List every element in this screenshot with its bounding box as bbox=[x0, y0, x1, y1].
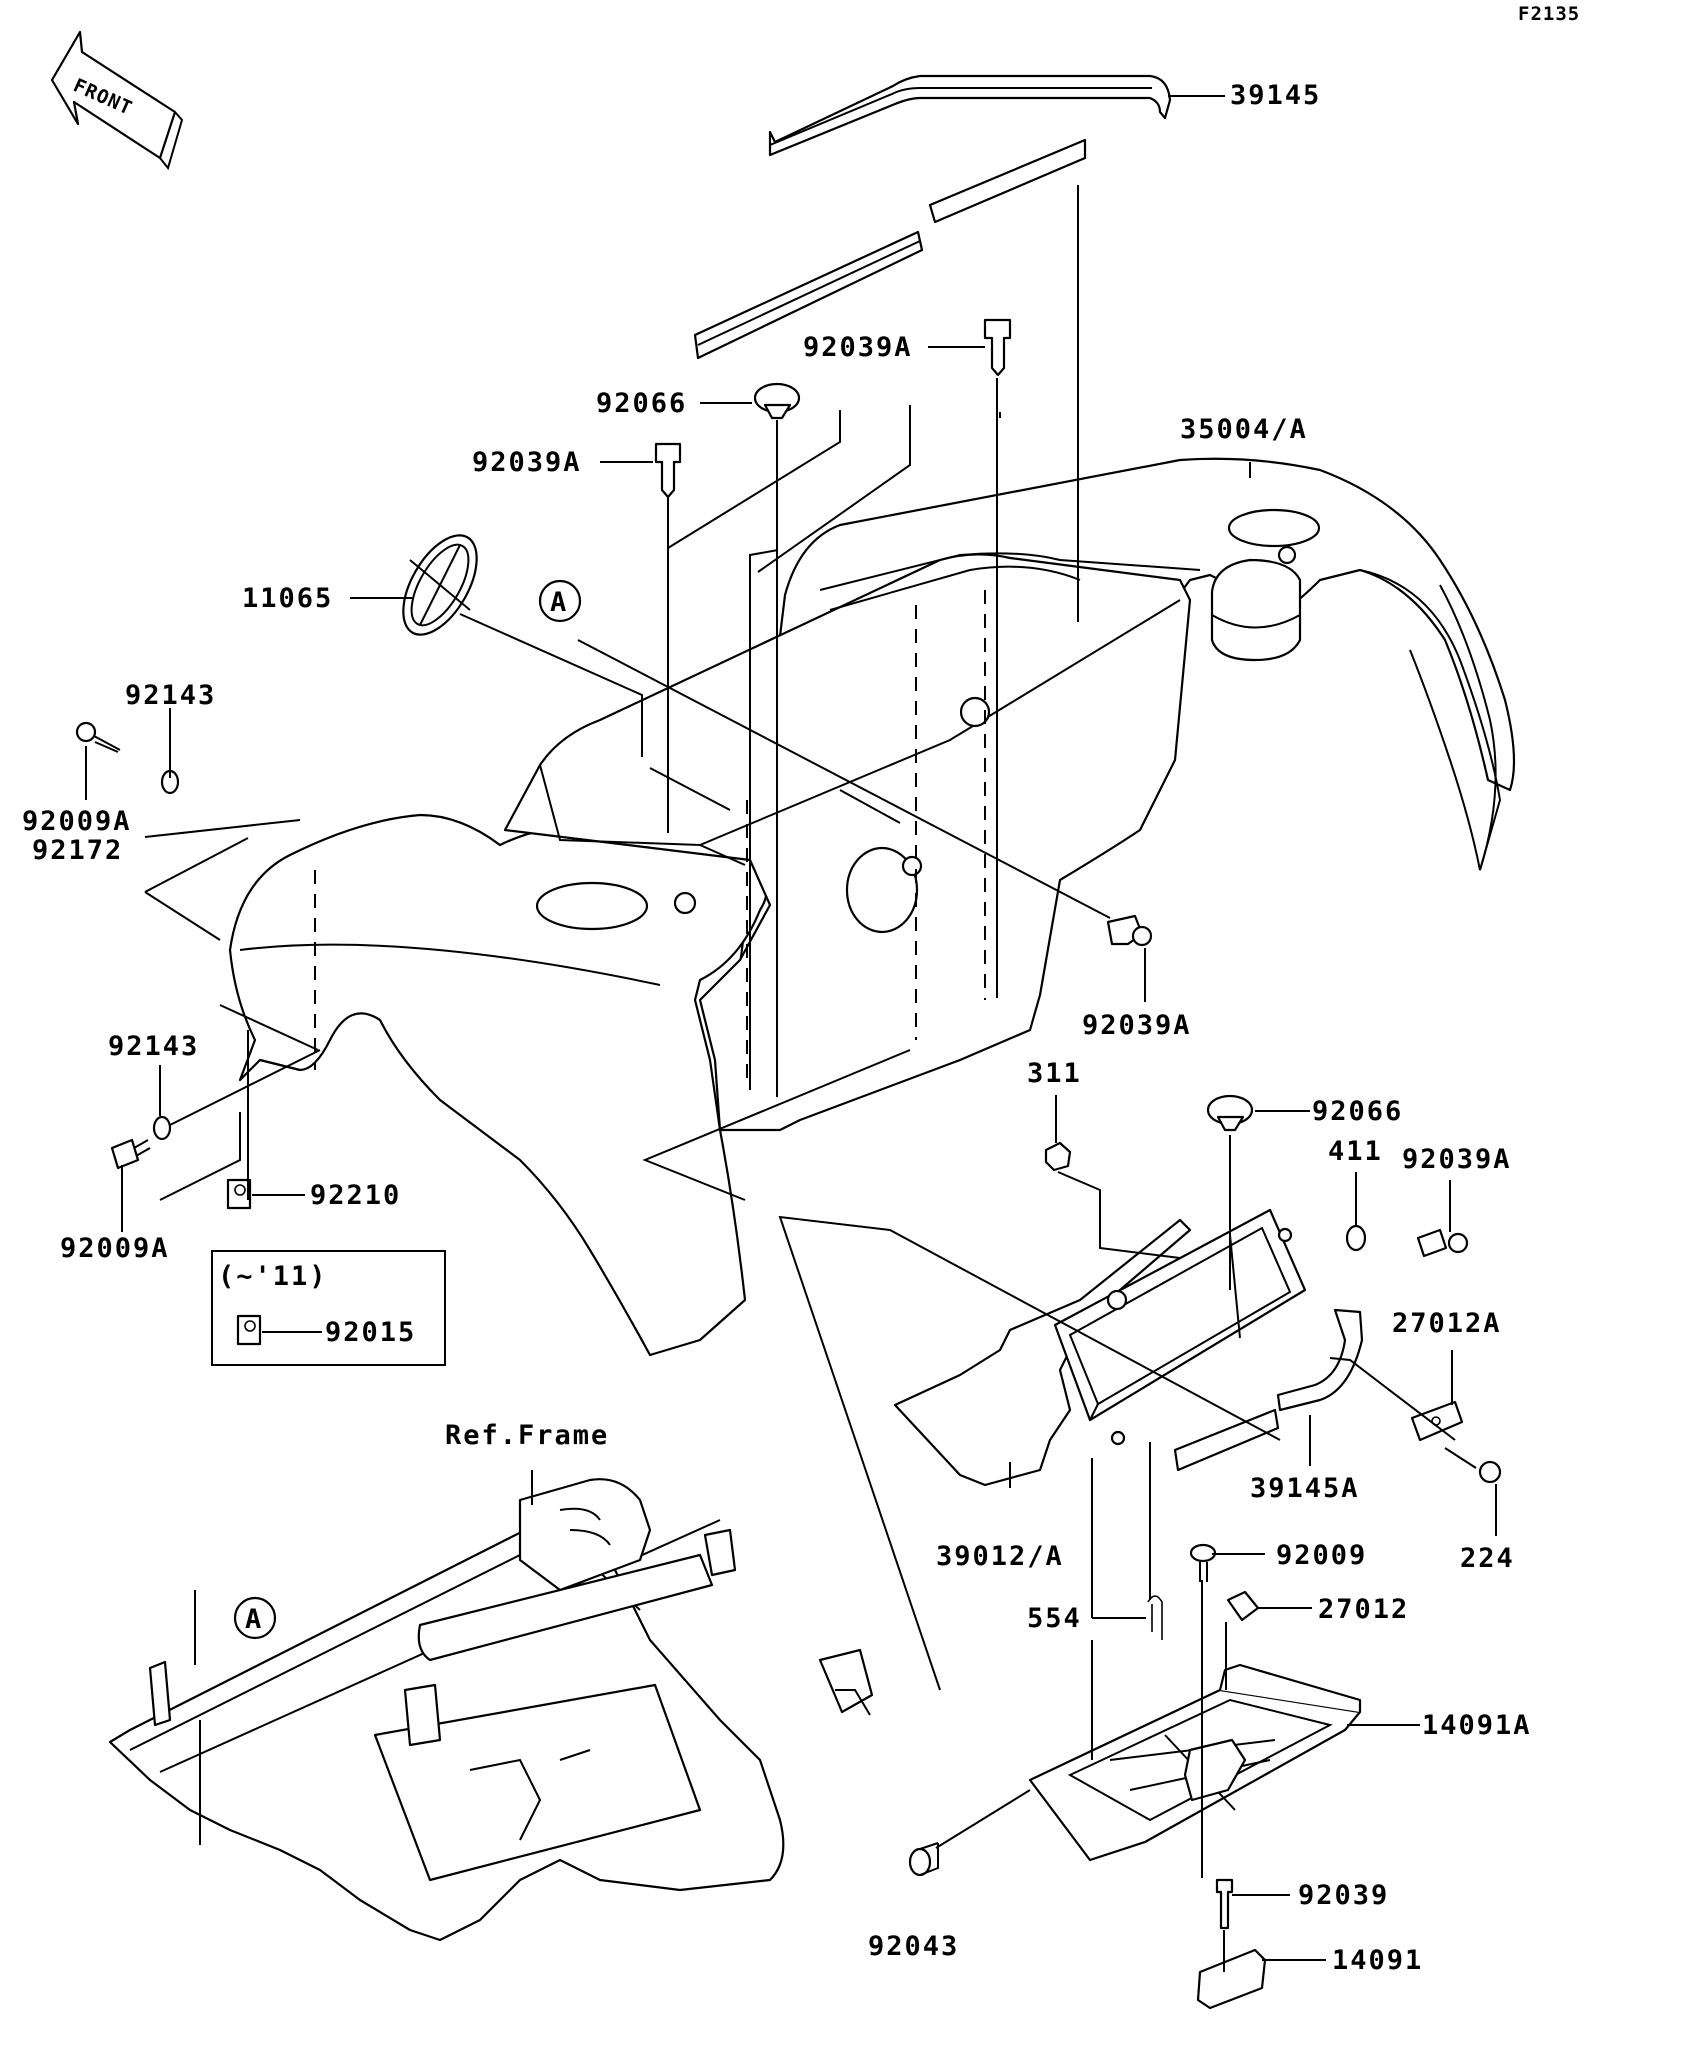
pin-554 bbox=[1147, 1595, 1163, 1640]
callout-92143-top: 92143 bbox=[125, 680, 216, 711]
callout-14091A: 14091A bbox=[1422, 1710, 1532, 1741]
callout-14091: 14091 bbox=[1332, 1945, 1423, 1976]
variant-box: (~'11) bbox=[211, 1250, 446, 1366]
ref-frame-drawing bbox=[108, 1478, 874, 1942]
nut-311 bbox=[1044, 1141, 1072, 1172]
callout-27012: 27012 bbox=[1318, 1594, 1409, 1625]
callout-92066-top: 92066 bbox=[596, 388, 687, 419]
clip-92039A-top bbox=[983, 318, 1012, 377]
front-arrow-icon: FRONT bbox=[50, 30, 184, 171]
callout-39145A: 39145A bbox=[1250, 1473, 1360, 1504]
bolt-224 bbox=[1444, 1447, 1502, 1484]
callout-92043: 92043 bbox=[868, 1931, 959, 1962]
callout-92009: 92009 bbox=[1276, 1540, 1367, 1571]
bolt-92009A-top bbox=[75, 721, 121, 753]
latch-27012 bbox=[1226, 1590, 1260, 1622]
callout-92143-low: 92143 bbox=[108, 1031, 199, 1062]
callout-92009A-low: 92009A bbox=[60, 1233, 170, 1264]
ref-frame-label: Ref.Frame bbox=[445, 1420, 609, 1451]
leader-lines bbox=[85, 95, 1497, 1972]
bolt-92009A-low bbox=[110, 1138, 151, 1170]
rear-fender-35004 bbox=[228, 457, 1516, 1357]
bolt-92009 bbox=[1189, 1543, 1217, 1582]
callout-92039A-mid: 92039A bbox=[1082, 1010, 1192, 1041]
grille-11065 bbox=[402, 534, 478, 636]
callout-92172: 92172 bbox=[32, 835, 123, 866]
ref-marker-a-top-label: A bbox=[550, 587, 568, 618]
callout-92039A-right: 92039A bbox=[1402, 1144, 1512, 1175]
callout-39012A: 39012/A bbox=[936, 1541, 1064, 1572]
washer-411 bbox=[1345, 1224, 1367, 1252]
hinge-14091 bbox=[1196, 1948, 1267, 2010]
latch-27012A bbox=[1410, 1400, 1464, 1442]
lid-14091A bbox=[1028, 1663, 1362, 1862]
washer-92143-low bbox=[152, 1115, 172, 1141]
callout-554: 554 bbox=[1027, 1603, 1082, 1634]
ref-marker-a-frame: A bbox=[233, 1596, 277, 1640]
ref-marker-a-top: A bbox=[538, 579, 582, 623]
callout-311: 311 bbox=[1027, 1058, 1082, 1089]
nut-92210 bbox=[226, 1178, 252, 1210]
callout-92210: 92210 bbox=[310, 1180, 401, 1211]
cap-92066-right bbox=[1206, 1094, 1254, 1132]
callout-92066-right: 92066 bbox=[1312, 1096, 1403, 1127]
seal-strip-39145 bbox=[693, 74, 1172, 360]
ref-marker-a-frame-label: A bbox=[245, 1604, 263, 1635]
callout-92015: 92015 bbox=[325, 1317, 416, 1348]
callout-11065: 11065 bbox=[242, 583, 333, 614]
callout-35004A: 35004/A bbox=[1180, 414, 1308, 445]
callout-labels: 39145 92039A 92066 35004/A 92039A 11065 … bbox=[22, 80, 1532, 1976]
cap-92066-top bbox=[753, 382, 801, 420]
pin-92043 bbox=[908, 1842, 939, 1877]
callout-92009A-top: 92009A bbox=[22, 806, 132, 837]
callout-411: 411 bbox=[1328, 1136, 1383, 1167]
callout-92039: 92039 bbox=[1298, 1880, 1389, 1911]
callout-92039A-top: 92039A bbox=[803, 332, 913, 363]
clip-92039A-mid bbox=[1106, 914, 1153, 947]
callout-92039A-left: 92039A bbox=[472, 447, 582, 478]
callout-224: 224 bbox=[1460, 1543, 1515, 1574]
glovebox-39012 bbox=[893, 1208, 1307, 1487]
callout-39145: 39145 bbox=[1230, 80, 1321, 111]
rivet-92039 bbox=[1215, 1878, 1234, 1930]
variant-box-label: (~'11) bbox=[218, 1261, 328, 1292]
clip-92039A-left bbox=[654, 442, 682, 499]
clip-92039A-right bbox=[1416, 1228, 1469, 1258]
callout-27012A: 27012A bbox=[1392, 1308, 1502, 1339]
figure-code: F2135 bbox=[1518, 3, 1580, 25]
